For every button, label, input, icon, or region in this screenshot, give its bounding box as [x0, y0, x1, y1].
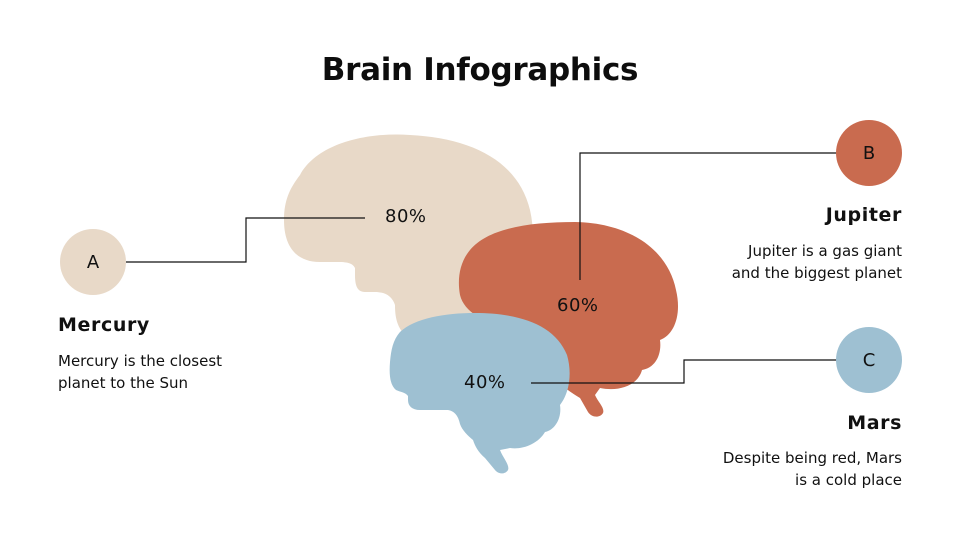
- description-line: Mercury is the closest: [58, 352, 223, 370]
- item-name-jupiter: Jupiter: [825, 204, 902, 226]
- percent-label-beige: 80%: [385, 206, 427, 227]
- description-line: Despite being red, Mars: [722, 449, 902, 467]
- badge-c-letter: C: [862, 349, 876, 371]
- badge-b-letter: B: [862, 142, 876, 164]
- description-line: Jupiter is a gas giant: [748, 242, 902, 260]
- connector-line-b: [579, 152, 837, 280]
- description-line: is a cold place: [795, 471, 902, 489]
- percent-label-terracotta: 60%: [557, 295, 599, 316]
- blue-brain-shape: [389, 313, 570, 474]
- badge-a: A: [60, 229, 126, 295]
- item-description-jupiter: Jupiter is a gas giant and the biggest p…: [672, 240, 902, 284]
- terracotta-brain-shape: [458, 222, 679, 417]
- item-name-mercury: Mercury: [58, 314, 150, 336]
- item-description-mars: Despite being red, Mars is a cold place: [672, 447, 902, 491]
- percent-label-blue: 40%: [464, 372, 506, 393]
- badge-c: C: [836, 327, 902, 393]
- badge-b: B: [836, 120, 902, 186]
- item-description-mercury: Mercury is the closest planet to the Sun: [58, 350, 288, 394]
- page-title: Brain Infographics: [321, 52, 639, 88]
- description-line: planet to the Sun: [58, 374, 189, 392]
- badge-a-letter: A: [86, 251, 100, 273]
- connector-line-c: [531, 359, 837, 384]
- connector-line-a: [126, 217, 365, 263]
- description-line: and the biggest planet: [731, 264, 902, 282]
- item-name-mars: Mars: [847, 412, 902, 434]
